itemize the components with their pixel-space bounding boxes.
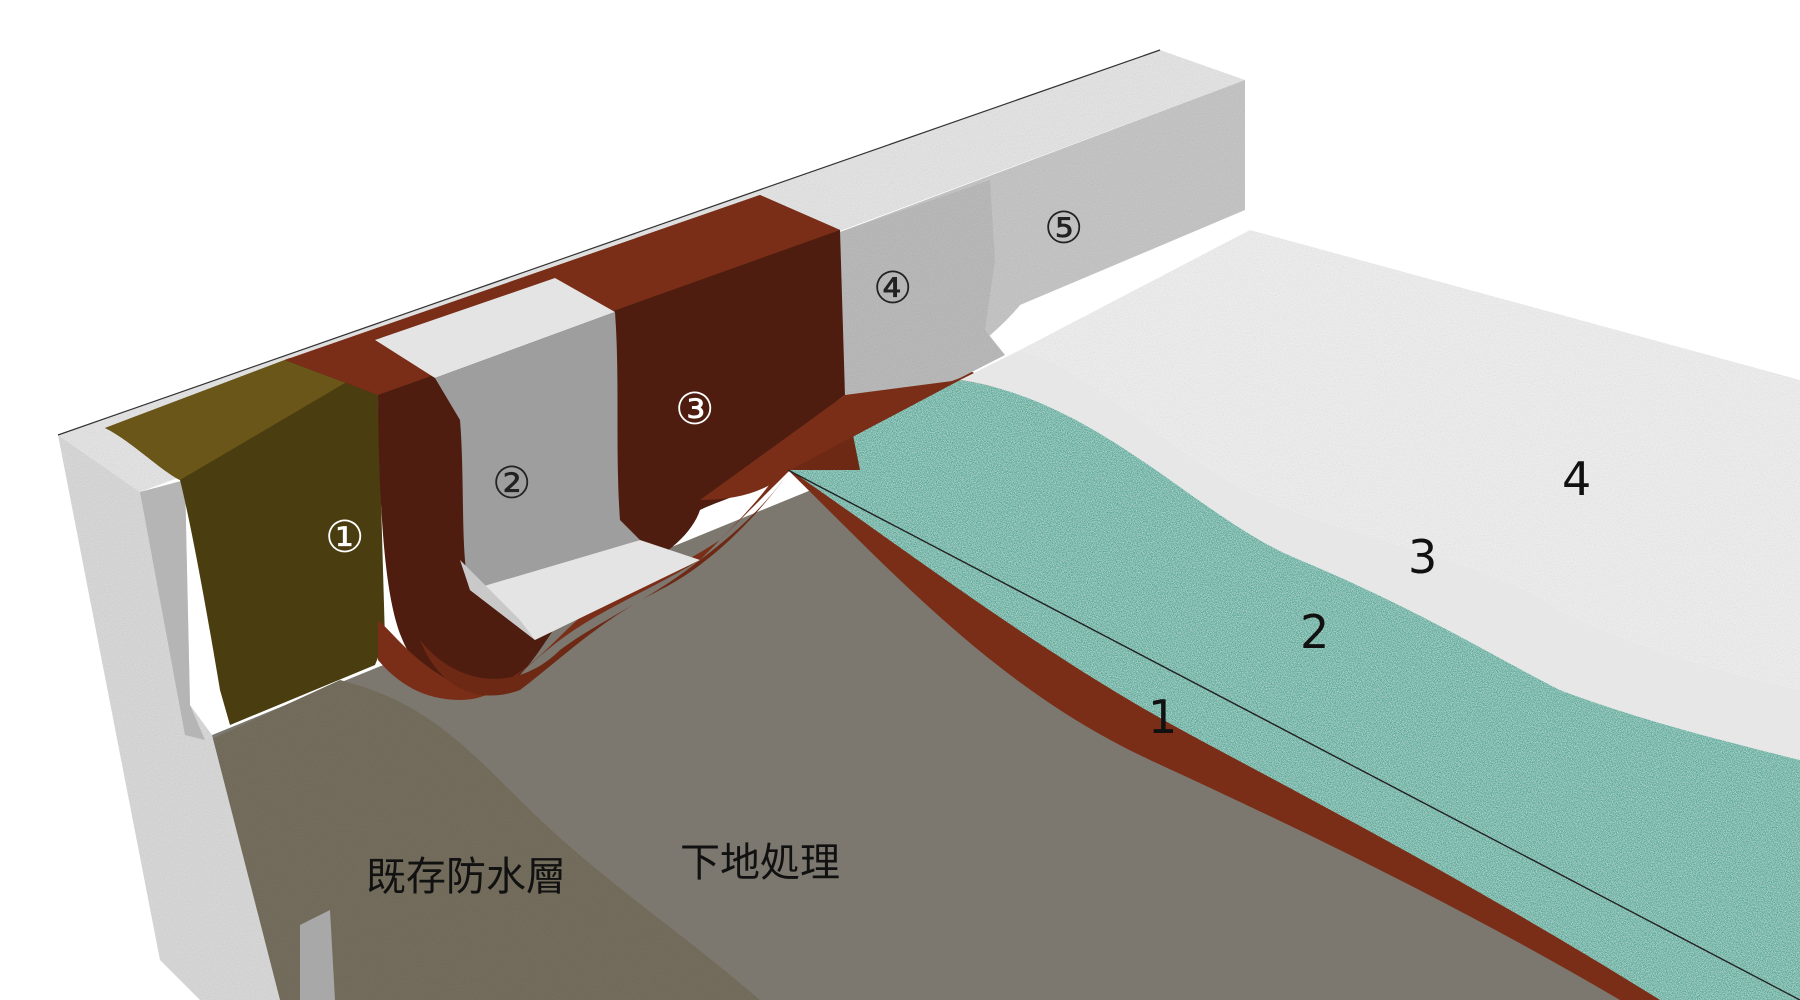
existing-waterproofing-layer: [205, 680, 760, 1000]
label-field-4: 4: [1562, 452, 1592, 506]
parapet-section-end: [58, 435, 280, 1000]
layer-3-membrane-flange: [378, 460, 820, 700]
parapet-face-segment-4: [840, 180, 1005, 400]
field-edge-line: [787, 469, 1800, 1000]
layer-2-sheet-fold: [460, 560, 535, 640]
label-substrate-preparation: 下地処理: [680, 840, 840, 886]
label-field-2: 2: [1300, 605, 1330, 659]
label-field-1: 1: [1148, 690, 1178, 744]
green-layer: [790, 380, 1800, 1000]
layer-2-sheet-top: [375, 278, 615, 378]
parapet-notch: [300, 910, 335, 1000]
layer-1-primer-top: [105, 358, 350, 480]
white-finish-layer: [1020, 230, 1800, 690]
label-parapet-4: ④: [873, 263, 913, 314]
parapet-section-inner: [140, 480, 205, 740]
layer-2-sheet-face: [435, 312, 640, 590]
label-field-3: 3: [1408, 530, 1438, 584]
label-parapet-2: ②: [492, 458, 532, 509]
white-top-layer: [960, 350, 1800, 760]
label-parapet-1: ①: [325, 512, 365, 563]
label-existing-waterproofing: 既存防水層: [366, 854, 566, 900]
layer-2-sheet-foot: [470, 540, 700, 640]
label-parapet-5: ⑤: [1044, 203, 1084, 254]
label-parapet-3: ③: [675, 384, 715, 435]
membrane-wall-junction: [700, 380, 960, 500]
parapet-edge-line: [57, 49, 1161, 436]
